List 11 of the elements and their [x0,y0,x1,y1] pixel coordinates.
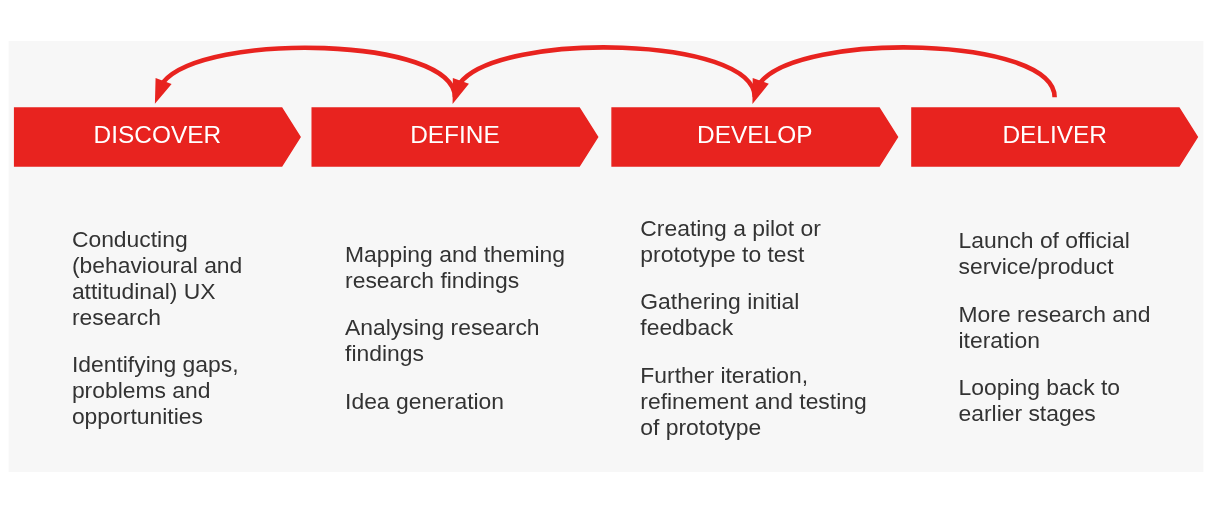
node-label: Looping back to earlier stages [958,373,1121,426]
node-label: Analysing research findings [345,313,540,366]
node-label: Further iteration, refinement and testing of prototype [640,361,867,440]
node-label: Conducting (behavioural and attitudinal) UX research [71,225,243,330]
node-label: Idea generation [345,387,505,414]
node-label: More research and iteration [958,300,1151,353]
node-label: Mapping and theming research findings [345,240,566,293]
node-label: Launch of official service/product [958,226,1130,279]
node-label: Identifying gaps, problems and opportunities [71,350,239,429]
node-label: Creating a pilot or prototype to test [640,214,821,267]
node-label: Gathering initial feedback [640,287,800,340]
